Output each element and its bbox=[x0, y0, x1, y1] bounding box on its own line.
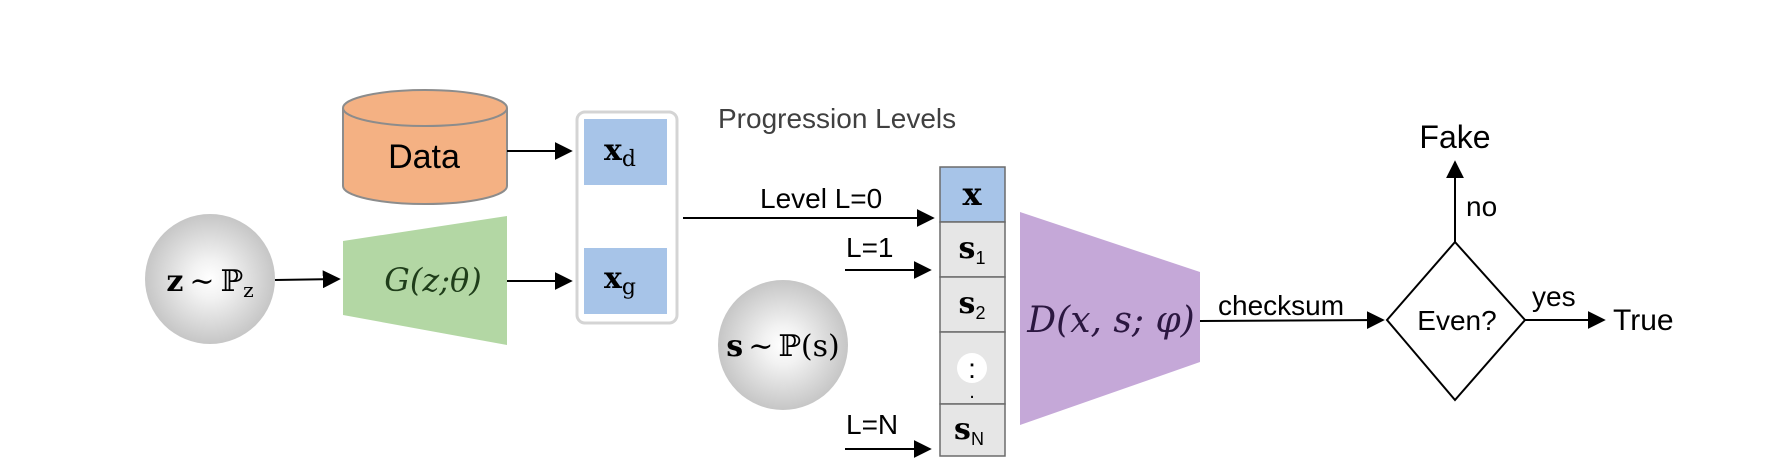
discriminator-label: D(x, s; φ) bbox=[1026, 300, 1194, 341]
real-sample-sub: d bbox=[622, 147, 636, 172]
discriminator: D(x, s; φ) bbox=[1020, 212, 1200, 425]
noise-var: z bbox=[166, 264, 183, 299]
svg-text:.: . bbox=[969, 381, 975, 403]
noise-rel: ∼ bbox=[189, 264, 214, 299]
no-label: no bbox=[1466, 191, 1497, 222]
stack-s2-sub: 2 bbox=[975, 303, 985, 323]
generator: G(z;θ) bbox=[343, 216, 507, 345]
stack-sn-var: s bbox=[954, 412, 971, 447]
svg-text:xd: xd bbox=[604, 133, 636, 172]
progression-levels-heading: Progression Levels bbox=[718, 103, 956, 134]
stack-cell-s1 bbox=[939, 221, 1006, 278]
real-sample-var: x bbox=[604, 133, 623, 168]
stack-s2-var: s bbox=[959, 286, 976, 321]
arrow-noise-to-generator bbox=[274, 270, 341, 289]
checksum-label: checksum bbox=[1218, 290, 1344, 321]
level-1-label: L=1 bbox=[846, 232, 894, 263]
svg-text:s∼ℙ(s): s∼ℙ(s) bbox=[726, 329, 839, 364]
noise-sub: z bbox=[243, 278, 254, 302]
fake-sample-box bbox=[584, 248, 667, 314]
real-sample-box bbox=[584, 119, 667, 185]
stack-s1-var: s bbox=[959, 231, 976, 266]
data-store: Data bbox=[342, 89, 508, 205]
level-n-label: L=N bbox=[846, 409, 898, 440]
level-stack: x s1 s2 : . sN bbox=[939, 166, 1006, 457]
fake-outcome: Fake bbox=[1419, 119, 1490, 155]
stack-x-label: x bbox=[962, 175, 982, 213]
fake-sample-var: x bbox=[604, 261, 623, 296]
stack-cell-sn bbox=[939, 403, 1006, 457]
level-0-label: Level L=0 bbox=[760, 183, 882, 214]
svg-text:sN: sN bbox=[954, 412, 984, 449]
secret-dist: ℙ(s) bbox=[778, 329, 839, 364]
svg-text:z∼ℙz: z∼ℙz bbox=[166, 264, 253, 302]
secret-rel: ∼ bbox=[748, 329, 773, 364]
svg-text:xg: xg bbox=[604, 261, 636, 300]
data-label: Data bbox=[388, 138, 460, 176]
secret-var: s bbox=[726, 329, 743, 364]
noise-dist: ℙ bbox=[221, 264, 244, 299]
arrow-checksum bbox=[1199, 311, 1385, 330]
secret-source: s∼ℙ(s) bbox=[718, 280, 848, 410]
generator-label: G(z;θ) bbox=[384, 261, 481, 299]
decision-diamond: Even? bbox=[1385, 240, 1527, 402]
fake-sample-sub: g bbox=[622, 275, 636, 300]
svg-text:s1: s1 bbox=[959, 231, 986, 268]
stack-sn-sub: N bbox=[971, 429, 984, 449]
stack-cell-x bbox=[939, 166, 1006, 223]
noise-source: z∼ℙz bbox=[145, 214, 275, 344]
svg-text:s2: s2 bbox=[959, 286, 986, 323]
decision-question: Even? bbox=[1417, 305, 1496, 336]
yes-label: yes bbox=[1532, 281, 1576, 312]
stack-dots: : bbox=[968, 353, 976, 384]
stack-s1-sub: 1 bbox=[975, 248, 985, 268]
true-outcome: True bbox=[1613, 304, 1674, 337]
sample-frame bbox=[575, 110, 679, 325]
